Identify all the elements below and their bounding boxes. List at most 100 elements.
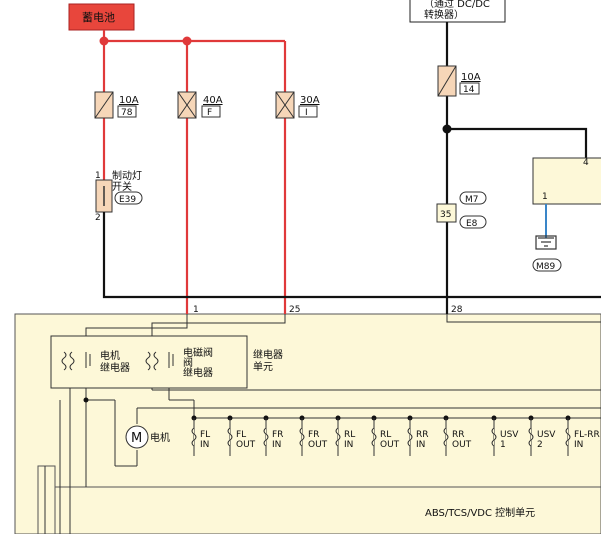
- relay-unit-line2: 单元: [253, 361, 273, 373]
- solenoid-coil-icon: [227, 427, 233, 447]
- unit-pin-28: 28: [451, 305, 463, 315]
- fuse4-number: 14: [463, 85, 475, 95]
- solenoid-label-line2: IN: [200, 440, 209, 450]
- brake-switch-pin-bottom: 2: [95, 213, 101, 223]
- fuse-40a-f: [177, 91, 197, 119]
- solenoid-row: FLINFLOUTFRINFROUTRLINRLOUTRRINRROUTUSV1…: [191, 415, 600, 456]
- fuse1-number: 78: [121, 108, 133, 118]
- fuse1-number-box: [117, 105, 137, 118]
- fuse-10a-14: [437, 65, 457, 97]
- solenoid-label-line2: OUT: [308, 440, 328, 450]
- control-unit-label: ABS/TCS/VDC 控制单元: [425, 506, 535, 519]
- solenoid-coil-icon: [491, 427, 497, 447]
- motor-relay-icon: [61, 351, 91, 371]
- brake-switch-line2: 开关: [112, 180, 132, 193]
- solenoid-label-line2: OUT: [452, 440, 472, 450]
- solenoid-label-line1: FL-RR: [574, 430, 600, 440]
- brake-switch-pin-top: 1: [95, 171, 101, 181]
- solenoid-label-line1: USV: [537, 430, 556, 440]
- solenoid-label-line2: OUT: [380, 440, 400, 450]
- connector-m7: M7: [465, 195, 479, 205]
- fuse2-amp: 40A: [203, 95, 223, 106]
- solenoid-coil-icon: [335, 427, 341, 447]
- relay-unit-box: [50, 335, 248, 389]
- fuse1-amp: 10A: [119, 95, 139, 106]
- valve-relay-icon: [145, 351, 174, 371]
- fuse3-number: I: [305, 108, 308, 118]
- solenoid-coil-icon: [191, 427, 197, 447]
- solenoid-label-line1: RR: [416, 430, 429, 440]
- motor-relay-line1: 电机: [100, 349, 120, 362]
- brake-switch-connector: E39: [119, 195, 136, 205]
- solenoid-label-line1: RL: [380, 430, 391, 440]
- solenoid-label-line2: IN: [574, 440, 583, 450]
- battery-junction-1: [99, 36, 109, 46]
- solenoid-coil-icon: [528, 427, 534, 447]
- solenoid-label-line2: 1: [500, 440, 506, 450]
- internal-junction-1: [83, 397, 89, 403]
- fuse2-number-box: [201, 105, 221, 118]
- solenoid-coil-icon: [263, 427, 269, 447]
- relay-unit-line1: 继电器: [253, 348, 283, 361]
- brake-switch-line1: 制动灯: [112, 169, 142, 182]
- dcdc-line1: （通过 DC/DC: [424, 0, 490, 10]
- ground-connector: M89: [536, 262, 555, 272]
- solenoid-coil-icon: [443, 427, 449, 447]
- dcdc-box: [409, 0, 506, 23]
- battery-junction-2: [182, 36, 192, 46]
- solenoid-label-line1: FL: [200, 430, 210, 440]
- right-module-pin-top: 4: [583, 158, 589, 168]
- solenoid-label-line2: IN: [416, 440, 425, 450]
- solenoid-coil-icon: [565, 427, 571, 447]
- solenoid-label-line1: USV: [500, 430, 519, 440]
- unit-pin-1: 1: [193, 305, 199, 315]
- dcdc-line2: 转换器）: [424, 8, 464, 21]
- ground-icon: [535, 235, 557, 250]
- connector-e8-tag: [459, 215, 487, 229]
- fuse3-amp: 30A: [300, 95, 320, 106]
- internal-wiring: [44, 314, 601, 534]
- unit-pin-25: 25: [289, 305, 300, 315]
- connector-35-box: [436, 203, 457, 223]
- solenoid-label-line1: RR: [452, 430, 465, 440]
- fuse-10a-78: [94, 91, 114, 119]
- motor-icon: [125, 425, 149, 449]
- valve-relay-line1: 电磁阀: [183, 346, 213, 359]
- valve-relay-line2: 阀: [183, 356, 193, 369]
- connector-35-pin: 35: [440, 210, 451, 220]
- solenoid-label-line1: FR: [308, 430, 319, 440]
- battery-box: [68, 3, 135, 31]
- solenoid-coil-icon: [407, 427, 413, 447]
- solenoid-label-line2: 2: [537, 440, 543, 450]
- brake-switch-connector-tag: [114, 191, 143, 205]
- fuse-30a-i: [275, 91, 295, 119]
- fuse2-number: F: [207, 108, 212, 118]
- solenoid-label-line1: RL: [344, 430, 355, 440]
- valve-relay-line3: 继电器: [183, 366, 213, 379]
- inner-panel-step-2: [54, 486, 601, 534]
- solenoid-label-line2: IN: [344, 440, 353, 450]
- connector-e8: E8: [466, 219, 478, 229]
- fuse3-number-box: [298, 105, 318, 118]
- solenoid-coil-icon: [371, 427, 377, 447]
- right-module-pin-left: 1: [542, 192, 548, 202]
- black-wires: [102, 22, 601, 314]
- motor-symbol: M: [131, 431, 142, 446]
- dcdc-junction: [442, 124, 452, 134]
- solenoid-coil-icon: [299, 427, 305, 447]
- right-module-box: [532, 157, 601, 205]
- solenoid-label-line2: IN: [272, 440, 281, 450]
- connector-m7-tag: [459, 191, 487, 205]
- battery-label: 蓄电池: [82, 11, 115, 24]
- fuse4-amp: 10A: [461, 72, 481, 83]
